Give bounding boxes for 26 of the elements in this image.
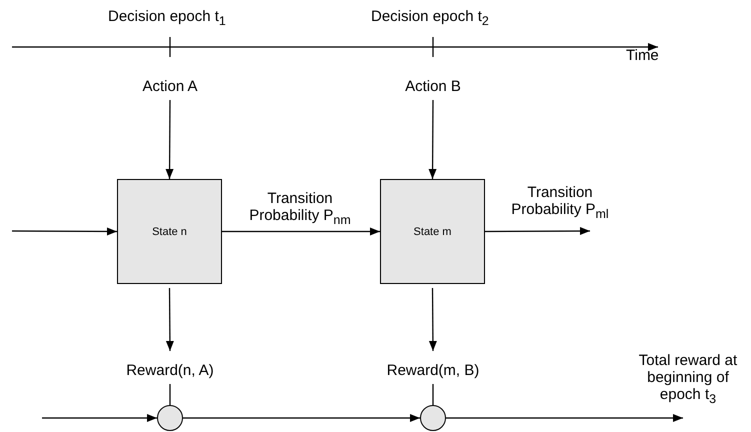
connector-line bbox=[432, 384, 434, 405]
circle-node bbox=[157, 405, 183, 431]
epoch-label: Decision epoch t$_{2}$ bbox=[371, 8, 489, 30]
node-label: Action A bbox=[120, 76, 220, 96]
circle-node bbox=[420, 405, 446, 431]
state-box: State m bbox=[380, 179, 485, 284]
axis-label: Time bbox=[626, 47, 659, 64]
arrow bbox=[183, 414, 420, 422]
node-label: Action B bbox=[383, 76, 483, 96]
state-box: State n bbox=[117, 179, 222, 284]
edge-label: Transition Probability P$_{nm}$ bbox=[248, 190, 352, 229]
connector-line bbox=[169, 384, 171, 405]
edge-label: Transition Probability P$_{ml}$ bbox=[510, 184, 610, 223]
arrow bbox=[166, 288, 174, 351]
node-label: Reward(n, A) bbox=[105, 360, 235, 380]
node-label: Reward(m, B) bbox=[368, 360, 498, 380]
arrow bbox=[428, 100, 437, 179]
arrow bbox=[166, 100, 174, 179]
arrow bbox=[42, 414, 157, 422]
edge-label: Total reward at beginning of epoch t$_{3}$ bbox=[638, 352, 738, 408]
epoch-label: Decision epoch t$_{1}$ bbox=[108, 8, 226, 30]
arrow bbox=[12, 227, 117, 236]
arrow bbox=[428, 288, 437, 351]
arrow bbox=[446, 414, 683, 422]
arrow bbox=[485, 227, 590, 236]
arrow bbox=[222, 228, 380, 236]
